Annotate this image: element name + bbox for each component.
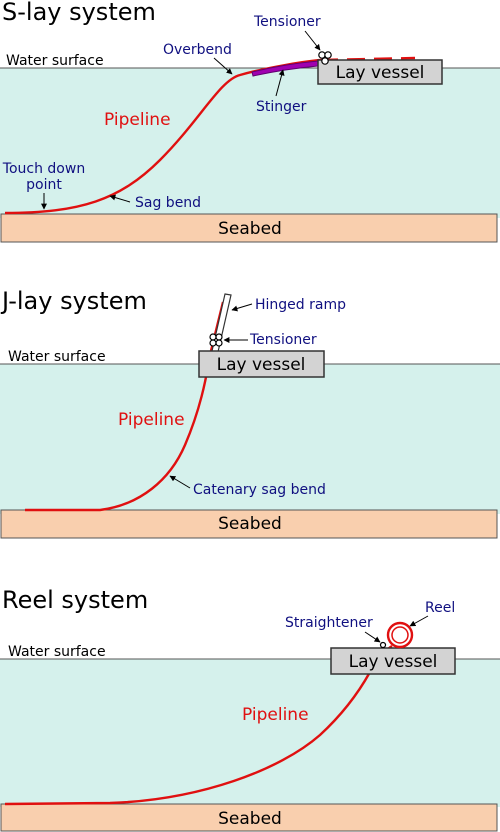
reel-reel-label: Reel [425,600,455,616]
jlay-hinged-ramp-arrow [231,303,253,312]
reel-reel-arrow [409,615,429,627]
jlay-tensioner-icon [209,333,223,347]
jlay-seabed-label: Seabed [218,514,282,534]
reel-straightener-label: Straightener [285,615,373,631]
jlay-tensioner-label: Tensioner [249,332,317,348]
reel-straightener-arrow [364,631,381,643]
slay-lay-vessel [317,59,443,85]
jlay-lay-vessel [198,350,325,378]
slay-stinger-arrow [275,69,285,97]
reel-pipeline-label: Pipeline [242,705,309,725]
jlay-water-surface-label: Water surface [8,349,106,365]
reel-water [0,659,500,807]
reel-drum-icon [386,621,414,649]
jlay-catenary-arrow [169,475,191,489]
slay-section: Seabed S-lay system Water surface Lay ve… [0,0,500,243]
jlay-pipeline-label: Pipeline [118,410,185,430]
slay-seabed [0,213,498,243]
slay-sagbend-label: Sag bend [135,195,201,211]
jlay-title: J-lay system [0,287,147,315]
slay-touchdown-label-line1: Touch down [2,161,85,177]
slay-stinger-label: Stinger [256,99,307,115]
jlay-hinged-ramp-label: Hinged ramp [255,297,346,313]
reel-seabed-label: Seabed [218,809,282,829]
reel-section: Seabed Reel system Water surface Lay ves… [0,586,500,832]
slay-water [0,68,500,218]
slay-pipeline-label: Pipeline [104,110,171,130]
slay-touchdown-label-line2: point [26,177,62,193]
slay-lay-vessel-label: Lay vessel [336,63,425,83]
slay-sagbend-arrow [109,194,131,203]
jlay-lay-vessel-label: Lay vessel [217,355,306,375]
jlay-section: Seabed J-lay system Water surface Lay ve… [0,287,500,539]
slay-tensioner-icon [318,51,332,65]
reel-title: Reel system [2,586,148,614]
reel-seabed [0,803,498,832]
jlay-seabed [0,509,498,539]
reel-water-surface-label: Water surface [8,644,106,660]
jlay-water [0,364,500,514]
reel-lay-vessel [330,647,456,675]
slay-seabed-label: Seabed [218,219,282,239]
slay-tensioner-arrow [304,30,321,51]
reel-straightener-icon [379,641,387,649]
jlay-catenary-label: Catenary sag bend [193,482,326,498]
slay-tensioner-label: Tensioner [253,14,321,30]
reel-lay-vessel-label: Lay vessel [349,652,438,672]
slay-overbend-label: Overbend [163,42,232,58]
slay-overbend-arrow [213,57,233,75]
slay-water-surface-label: Water surface [6,53,104,69]
slay-title: S-lay system [2,0,156,26]
